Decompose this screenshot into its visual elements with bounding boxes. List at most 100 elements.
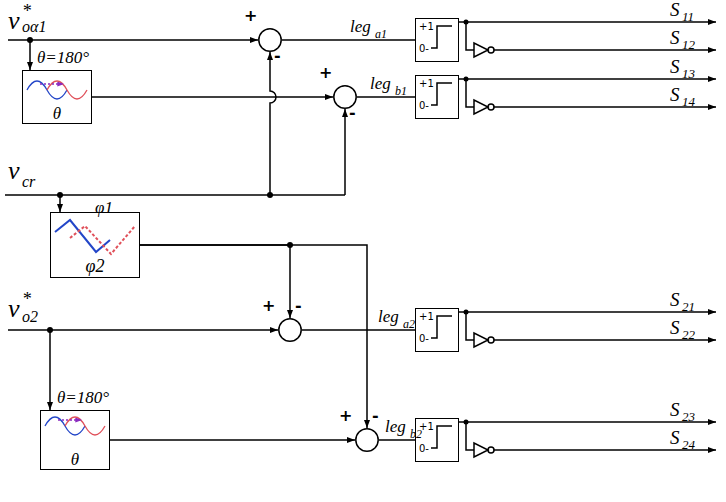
switch-name: 24 (682, 438, 695, 451)
inverter-bubble (488, 337, 494, 343)
switch-name: S (670, 428, 680, 447)
gate-wire (466, 79, 474, 107)
signal-name: oα1 (22, 19, 46, 35)
inverter-symbol (474, 43, 488, 57)
signal-name: cr (22, 174, 35, 190)
signal-wire (29, 40, 31, 70)
switch-name: S (670, 57, 680, 76)
signal-connector (282, 39, 415, 41)
junction-dot (464, 20, 469, 25)
block-label: 0- (419, 44, 429, 54)
signal-name: o2 (22, 309, 38, 325)
carrier-wire (344, 109, 346, 195)
gate-wire (466, 422, 474, 450)
relay-step (431, 316, 452, 338)
switch-name: S (670, 28, 680, 47)
inverter-bubble (488, 447, 494, 453)
gate-wire (459, 421, 716, 423)
signal-name: a2 (403, 318, 415, 330)
block-label: +1 (419, 312, 434, 322)
block-label: φ2 (51, 257, 139, 275)
signal-name: * (22, 290, 31, 308)
triangle-wave (70, 226, 135, 254)
switch-name: 12 (682, 38, 695, 51)
gate-wire (466, 22, 474, 50)
block-label: θ (41, 451, 109, 468)
junction-outline (278, 318, 302, 342)
switch-name: 13 (682, 67, 695, 80)
signal-connector (379, 439, 415, 441)
carrier-wire (270, 52, 276, 195)
relay-step (431, 83, 452, 105)
phase-shift-block: θ=180°θ (40, 410, 110, 470)
block-label: +1 (419, 22, 434, 32)
junction-dot (464, 77, 469, 82)
shift-arrow (58, 419, 82, 420)
signal-name: b1 (395, 85, 407, 97)
junction-dot (27, 37, 33, 43)
switch-name: S (670, 290, 680, 309)
gate-wire (459, 311, 716, 313)
switch-name: S (670, 318, 680, 337)
block-label: θ (23, 105, 91, 122)
comparator-block: +10- (415, 308, 459, 352)
phase-label: φ1 (95, 199, 113, 216)
signal-connector (140, 245, 367, 428)
block-label: θ=180° (57, 389, 109, 406)
sign-label: + (244, 8, 257, 24)
summing-junction: +- (258, 28, 282, 52)
inverter-symbol (474, 333, 488, 347)
junction-dot (57, 192, 63, 198)
carrier-shift-block: φ2 (50, 212, 140, 278)
summing-junction: +- (333, 85, 357, 109)
signal-name: leg (350, 18, 371, 35)
summing-junction: +- (355, 428, 379, 452)
signal-name: v (8, 158, 20, 184)
signal-connector (302, 329, 415, 331)
switch-name: S (670, 0, 680, 19)
inverter-bubble (488, 104, 494, 110)
sign-label: - (295, 298, 302, 314)
signal-connector (110, 439, 355, 441)
relay-step (431, 26, 452, 48)
inverter-bubble (488, 47, 494, 53)
signal-name: v (8, 296, 20, 322)
comparator-block: +1 0- (415, 18, 459, 62)
signal-name: leg (378, 308, 399, 325)
relay-step (431, 426, 452, 448)
inverter-symbol (474, 443, 488, 457)
gate-wire (466, 312, 474, 340)
junction-dot (267, 192, 273, 198)
signal-name: * (22, 2, 31, 20)
switch-name: 21 (682, 300, 695, 313)
switch-name: 22 (682, 328, 695, 341)
block-label: 0- (419, 444, 429, 454)
signal-name: a1 (375, 28, 387, 40)
carrier-wire (5, 194, 345, 196)
signal-name: b2 (410, 428, 422, 440)
phase-shift-block: θ=180°θ (22, 70, 92, 124)
signal-name: leg (370, 75, 391, 92)
signal-name: leg (385, 418, 406, 435)
sign-label: - (372, 408, 379, 424)
gate-wire (459, 21, 716, 23)
block-label: +1 (419, 79, 434, 89)
signal-wire (49, 330, 51, 410)
junction-dot (47, 327, 53, 333)
switch-name: S (670, 85, 680, 104)
comparator-block: +10- (415, 418, 459, 462)
shift-arrow (40, 83, 64, 84)
junction-outline (355, 428, 379, 452)
switch-name: 23 (682, 410, 695, 423)
sign-label: - (349, 105, 356, 121)
signal-name: v (8, 8, 20, 34)
switch-name: S (670, 400, 680, 419)
junction-dot (464, 420, 469, 425)
inverter-symbol (474, 100, 488, 114)
sign-label: + (319, 65, 332, 81)
switch-name: 14 (682, 95, 695, 108)
signal-connector (140, 245, 290, 318)
